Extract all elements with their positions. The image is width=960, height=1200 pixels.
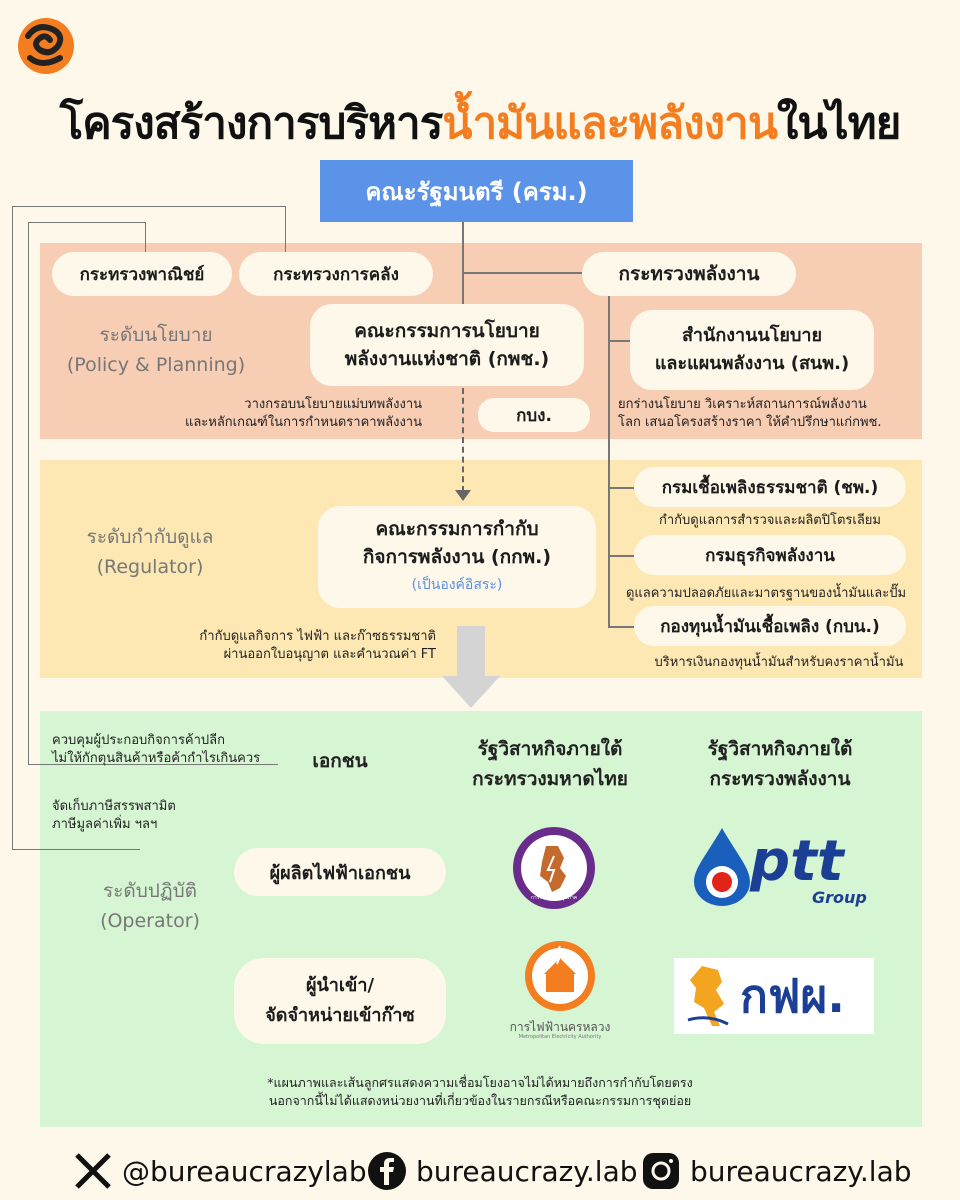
ptt-logo: ptt Group bbox=[692, 826, 872, 916]
facebook-icon bbox=[366, 1150, 408, 1192]
nepc-box: คณะกรรมการนโยบายพลังงานแห่งชาติ (กพช.) bbox=[310, 304, 584, 386]
regulator-level-label: ระดับกำกับดูแล(Regulator) bbox=[86, 526, 214, 578]
oil-fund-note: บริหารเงินกองทุนน้ำมันสำหรับคงราคาน้ำมัน bbox=[654, 655, 904, 670]
doeb-box: กรมธุรกิจพลังงาน bbox=[634, 535, 906, 575]
eppo-note: ยกร่างนโยบาย วิเคราะห์สถานการณ์พลังงานโล… bbox=[618, 397, 882, 430]
x-handle: @bureaucrazylab bbox=[122, 1154, 367, 1188]
gbng-box: กบง. bbox=[478, 398, 590, 432]
policy-level-label: ระดับนโยบาย(Policy & Planning) bbox=[66, 324, 246, 376]
doeb-note: ดูแลความปลอดภัยและมาตรฐานของน้ำมันและปั๊… bbox=[625, 586, 907, 601]
social-facebook[interactable]: bureaucrazy.lab bbox=[366, 1150, 638, 1192]
instagram-icon bbox=[640, 1150, 682, 1192]
importer-box: ผู้นำเข้า/จัดจำหน่ายเข้าก๊าซ bbox=[234, 958, 446, 1044]
oil-fund-box: กองทุนน้ำมันเชื้อเพลิง (กบน.) bbox=[634, 606, 906, 646]
cabinet-box: คณะรัฐมนตรี (ครม.) bbox=[320, 160, 633, 222]
instagram-handle: bureaucrazy.lab bbox=[690, 1154, 912, 1188]
ministry-finance: กระทรวงการคลัง bbox=[239, 252, 433, 296]
ministry-commerce: กระทรวงพาณิชย์ bbox=[52, 252, 232, 296]
nepc-note: วางกรอบนโยบายแม่บทพลังงานและหลักเกณฑ์ในก… bbox=[184, 397, 422, 430]
col-energy-header: รัฐวิสาหกิจภายใต้กระทรวงพลังงาน bbox=[707, 738, 853, 790]
commerce-note: ควบคุมผู้ประกอบกิจการค้าปลีกไม่ให้กักตุน… bbox=[52, 733, 261, 766]
facebook-handle: bureaucrazy.lab bbox=[416, 1154, 638, 1188]
erc-note: กำกับดูแลกิจการ ไฟฟ้า และก๊าซธรรมชาติผ่า… bbox=[199, 629, 436, 662]
finance-note: จัดเก็บภาษีสรรพสามิตภาษีมูลค่าเพิ่ม ฯลฯ bbox=[52, 799, 176, 832]
page-title: โครงสร้างการบริหารน้ำมันและพลังงานในไทย bbox=[59, 98, 902, 149]
col-private-header: เอกชน bbox=[312, 750, 368, 772]
egat-logo: กฟผ. bbox=[674, 958, 874, 1034]
ministry-energy: กระทรวงพลังงาน bbox=[582, 252, 796, 296]
social-instagram[interactable]: bureaucrazy.lab bbox=[640, 1150, 912, 1192]
social-x[interactable]: @bureaucrazylab bbox=[72, 1150, 367, 1192]
bureaucrazy-logo bbox=[18, 18, 74, 74]
col-interior-header: รัฐวิสาหกิจภายใต้กระทรวงมหาดไทย bbox=[472, 738, 628, 790]
eppo-box: สำนักงานนโยบายและแผนพลังงาน (สนพ.) bbox=[630, 310, 874, 390]
footnote: *แผนภาพและเส้นลูกศรแสดงความเชื่อมโยงอาจไ… bbox=[267, 1075, 693, 1108]
pea-logo: การไฟฟ้าส่วนภูมิภาค bbox=[512, 826, 596, 910]
erc-box: คณะกรรมการกำกับ กิจการพลังงาน (กกพ.) (เป… bbox=[318, 506, 596, 608]
dmf-note: กำกับดูแลการสำรวจและผลิตปิโตรเลียม bbox=[659, 513, 881, 528]
mea-logo: การไฟฟ้านครหลวง Metropolitan Electricity… bbox=[504, 940, 616, 1050]
x-icon bbox=[72, 1150, 114, 1192]
private-producer-box: ผู้ผลิตไฟฟ้าเอกชน bbox=[234, 848, 446, 896]
operator-band bbox=[40, 711, 922, 1127]
operator-level-label: ระดับปฏิบัติ(Operator) bbox=[100, 880, 200, 932]
dmf-box: กรมเชื้อเพลิงธรรมชาติ (ชพ.) bbox=[634, 467, 906, 507]
